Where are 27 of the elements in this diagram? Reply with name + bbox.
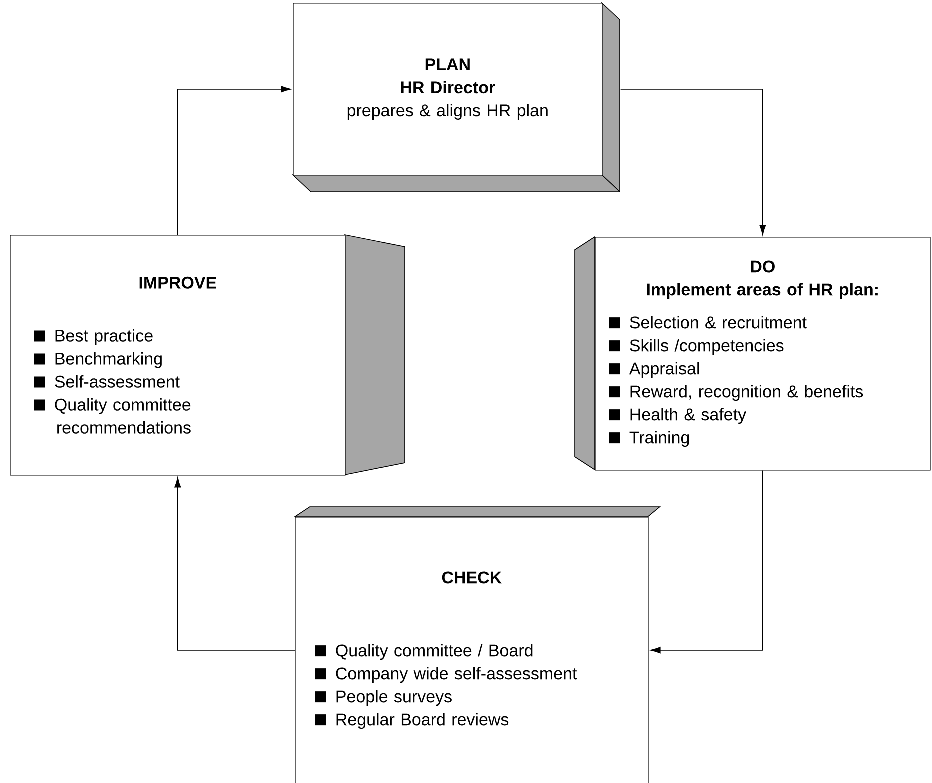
bullet-item: Selection & recruitment <box>609 316 807 329</box>
box-title: IMPROVE <box>140 276 216 289</box>
bullet-item: Best practice <box>34 329 153 346</box>
bullet-item: Regular Board reviews <box>315 713 509 730</box>
box-title: PLAN <box>426 58 470 70</box>
box-text: prepares & aligns HR plan <box>348 104 548 120</box>
arrow <box>620 88 766 236</box>
bullet-item: People surveys <box>315 690 452 706</box>
process-box <box>574 236 931 471</box>
box-title: CHECK <box>442 572 502 584</box>
bullet-item: Quality committee / Board <box>315 644 533 660</box>
bullet-item: Appraisal <box>609 362 700 378</box>
box-title: DO <box>751 260 775 273</box>
bullet-item: Quality committee recommendations <box>34 398 191 434</box>
bullet-item: Reward, recognition & benefits <box>609 385 864 402</box>
arrow <box>174 478 296 651</box>
bullet-item: Benchmarking <box>34 352 162 368</box>
box-title: Implement areas of HR plan: <box>647 283 878 300</box>
arrow <box>177 86 292 236</box>
bullet-item: Self-assessment <box>34 375 180 388</box>
process-box <box>10 234 406 476</box>
bullet-item: Training <box>609 431 690 448</box>
bullet-item: Health & safety <box>609 408 747 424</box>
bullet-item: Skills /competencies <box>609 339 784 356</box>
arrow <box>650 470 764 654</box>
box-title: HR Director <box>401 81 496 94</box>
bullet-item: Company wide self-assessment <box>315 667 578 684</box>
